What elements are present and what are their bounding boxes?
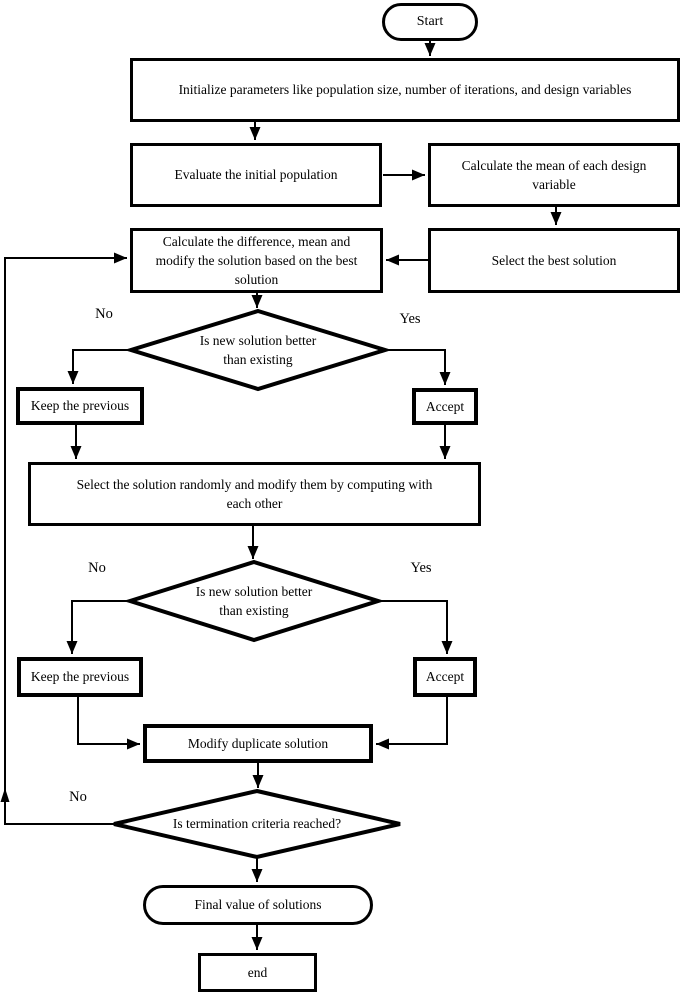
edge-decision2-no-to-keep2	[66, 600, 130, 654]
decision-2-label: Is new solution better than existing	[196, 582, 313, 620]
random-modify-line-1: Select the solution randomly and modify …	[76, 476, 433, 492]
decision-termination-criteria: Is termination criteria reached?	[113, 788, 401, 860]
edge-decision3-no-loop-to-calc-diff	[4, 252, 127, 825]
process-keep-previous-2: Keep the previous	[17, 657, 143, 697]
decision-3-shape	[113, 788, 401, 860]
process-accept-1-label: Accept	[425, 398, 465, 414]
process-select-best-label: Select the best solution	[491, 252, 617, 268]
decision-new-solution-better-1: Is new solution better than existing	[124, 308, 392, 392]
process-keep-previous-1: Keep the previous	[16, 387, 144, 425]
branch-label-no-2: No	[88, 560, 106, 576]
decision-2-line-2: than existing	[219, 603, 289, 618]
terminator-final-value: Final value of solutions	[143, 885, 373, 925]
calc-diff-line-1: Calculate the difference, mean and	[162, 233, 351, 249]
process-accept-1: Accept	[412, 388, 478, 425]
calc-mean-line-1: Calculate the mean of each design	[461, 157, 647, 173]
terminator-final-value-label: Final value of solutions	[194, 897, 322, 913]
calc-mean-line-2: variable	[532, 177, 576, 192]
process-initialize: Initialize parameters like population si…	[130, 58, 680, 122]
branch-label-yes-2: Yes	[410, 560, 432, 576]
decision-3-label: Is termination criteria reached?	[172, 816, 342, 832]
edge-decision1-yes-to-accept1	[385, 349, 451, 385]
process-accept-2: Accept	[413, 657, 477, 697]
terminator-start-label: Start	[416, 14, 444, 30]
branch-label-yes-1: Yes	[399, 311, 421, 327]
process-evaluate-population-label: Evaluate the initial population	[174, 167, 338, 183]
calc-diff-line-3: solution	[234, 272, 279, 288]
decision-1-label: Is new solution better than existing	[200, 331, 317, 369]
decision-1-shape	[124, 308, 392, 392]
branch-label-no-1: No	[95, 306, 113, 322]
edge-decision2-yes-to-accept2	[378, 600, 453, 654]
process-calculate-mean: Calculate the mean of each design variab…	[428, 143, 680, 207]
decision-1-line-2: than existing	[223, 352, 293, 367]
decision-1-line-1: Is new solution better	[199, 332, 317, 348]
decision-2-line-1: Is new solution better	[195, 583, 313, 599]
process-modify-duplicate-label: Modify duplicate solution	[187, 735, 329, 751]
calc-diff-line-2: modify the solution based on the best	[155, 252, 358, 268]
process-keep-previous-1-label: Keep the previous	[30, 398, 130, 414]
process-calculate-difference: Calculate the difference, mean and modif…	[130, 228, 383, 293]
process-random-modify: Select the solution randomly and modify …	[28, 462, 481, 526]
process-keep-previous-2-label: Keep the previous	[30, 669, 130, 685]
process-accept-2-label: Accept	[425, 669, 465, 685]
branch-label-no-3: No	[69, 789, 87, 805]
process-select-best: Select the best solution	[428, 228, 680, 293]
decision-2-shape	[123, 559, 385, 643]
edge-accept2-to-modify-duplicate	[376, 697, 448, 750]
edge-keep2-to-modify-duplicate	[77, 697, 140, 750]
process-initialize-label: Initialize parameters like population si…	[178, 82, 632, 98]
random-modify-line-2: each other	[226, 496, 283, 511]
terminator-start: Start	[382, 3, 478, 41]
terminator-end-label: end	[247, 964, 268, 980]
decision-new-solution-better-2: Is new solution better than existing	[123, 559, 385, 643]
process-modify-duplicate: Modify duplicate solution	[143, 724, 373, 763]
process-evaluate-population: Evaluate the initial population	[130, 143, 382, 207]
terminator-end: end	[198, 953, 317, 992]
loop-up-arrowhead	[0, 788, 10, 802]
edge-decision1-no-to-keep1	[67, 349, 131, 384]
